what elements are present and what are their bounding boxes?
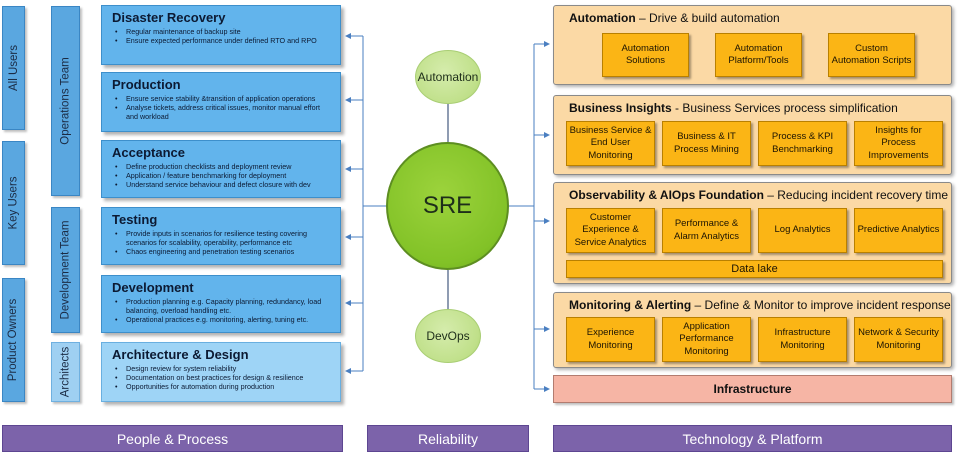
card-application-performance-monitoring: Application Performance Monitoring xyxy=(662,317,751,362)
process-bullet: Production planning e.g. Capacity planni… xyxy=(112,297,332,315)
devops-circle: DevOps xyxy=(415,309,481,363)
process-title: Acceptance xyxy=(112,145,185,160)
group-title: Business Insights - Business Services pr… xyxy=(569,101,898,115)
process-box-architecture-design: Architecture & Design Design review for … xyxy=(101,342,341,402)
process-bullet: Chaos engineering and penetration testin… xyxy=(112,247,332,256)
devops-circle-label: DevOps xyxy=(426,329,470,343)
process-bullet: Understand service behaviour and defect … xyxy=(112,180,332,189)
card-kpi-benchmarking: Process & KPI Benchmarking xyxy=(758,121,847,166)
footer-bar-people-process: People & Process xyxy=(2,425,343,452)
process-bullet: Opportunities for automation during prod… xyxy=(112,382,332,391)
group-title: Observability & AIOps Foundation – Reduc… xyxy=(569,188,948,202)
card-log-analytics: Log Analytics xyxy=(758,208,847,253)
process-bullet: Regular maintenance of backup site xyxy=(112,27,332,36)
process-box-development: Development Production planning e.g. Cap… xyxy=(101,275,341,333)
group-business-insights: Business Insights - Business Services pr… xyxy=(553,95,952,175)
side-label-architects: Architects xyxy=(51,342,80,402)
automation-circle: Automation xyxy=(415,50,481,104)
card-infrastructure-monitoring: Infrastructure Monitoring xyxy=(758,317,847,362)
infrastructure-box: Infrastructure xyxy=(553,375,952,403)
card-process-improvements: Insights for Process Improvements xyxy=(854,121,943,166)
group-title: Monitoring & Alerting – Define & Monitor… xyxy=(569,298,951,312)
process-title: Testing xyxy=(112,212,158,227)
process-bullet: Application / feature benchmarking for d… xyxy=(112,171,332,180)
card-customer-experience-analytics: Customer Experience & Service Analytics xyxy=(566,208,655,253)
card-custom-automation-scripts: Custom Automation Scripts xyxy=(828,33,915,77)
card-network-security-monitoring: Network & Security Monitoring xyxy=(854,317,943,362)
process-bullet: Define production checklists and deploym… xyxy=(112,162,332,171)
process-box-disaster-recovery: Disaster Recovery Regular maintenance of… xyxy=(101,5,341,65)
process-bullet: Operational practices e.g. monitoring, a… xyxy=(112,315,332,324)
process-box-production: Production Ensure service stability &tra… xyxy=(101,72,341,132)
card-alarm-analytics: Performance & Alarm Analytics xyxy=(662,208,751,253)
sre-circle: SRE xyxy=(386,142,509,270)
process-title: Production xyxy=(112,77,181,92)
group-automation: Automation – Drive & build automation Au… xyxy=(553,5,952,85)
card-process-mining: Business & IT Process Mining xyxy=(662,121,751,166)
process-box-acceptance: Acceptance Define production checklists … xyxy=(101,140,341,198)
side-label-all-users: All Users xyxy=(2,6,25,130)
side-label-operations-team: Operations Team xyxy=(51,6,80,196)
card-automation-solutions: Automation Solutions xyxy=(602,33,689,77)
side-label-development-team: Development Team xyxy=(51,207,80,333)
footer-bar-technology-platform: Technology & Platform xyxy=(553,425,952,452)
process-bullet: Provide inputs in scenarios for resilien… xyxy=(112,229,332,247)
process-bullet: Documentation on best practices for desi… xyxy=(112,373,332,382)
process-box-testing: Testing Provide inputs in scenarios for … xyxy=(101,207,341,265)
footer-bar-reliability: Reliability xyxy=(367,425,529,452)
process-bullet: Analyse tickets, address critical issues… xyxy=(112,103,332,121)
process-title: Development xyxy=(112,280,194,295)
card-business-service-monitoring: Business Service & End User Monitoring xyxy=(566,121,655,166)
group-monitoring-alerting: Monitoring & Alerting – Define & Monitor… xyxy=(553,292,952,368)
automation-circle-label: Automation xyxy=(417,70,479,84)
card-experience-monitoring: Experience Monitoring xyxy=(566,317,655,362)
sre-circle-label: SRE xyxy=(422,192,473,219)
card-automation-platform: Automation Platform/Tools xyxy=(715,33,802,77)
group-observability-aiops: Observability & AIOps Foundation – Reduc… xyxy=(553,182,952,284)
process-title: Disaster Recovery xyxy=(112,10,226,25)
side-label-key-users: Key Users xyxy=(2,141,25,265)
process-bullet: Ensure expected performance under define… xyxy=(112,36,332,45)
process-title: Architecture & Design xyxy=(112,347,249,362)
process-bullet: Ensure service stability &transition of … xyxy=(112,94,332,103)
process-bullet: Design review for system reliability xyxy=(112,364,332,373)
group-title: Automation – Drive & build automation xyxy=(569,11,780,25)
card-data-lake: Data lake xyxy=(566,260,943,278)
side-label-product-owners: Product Owners xyxy=(2,278,25,402)
card-predictive-analytics: Predictive Analytics xyxy=(854,208,943,253)
